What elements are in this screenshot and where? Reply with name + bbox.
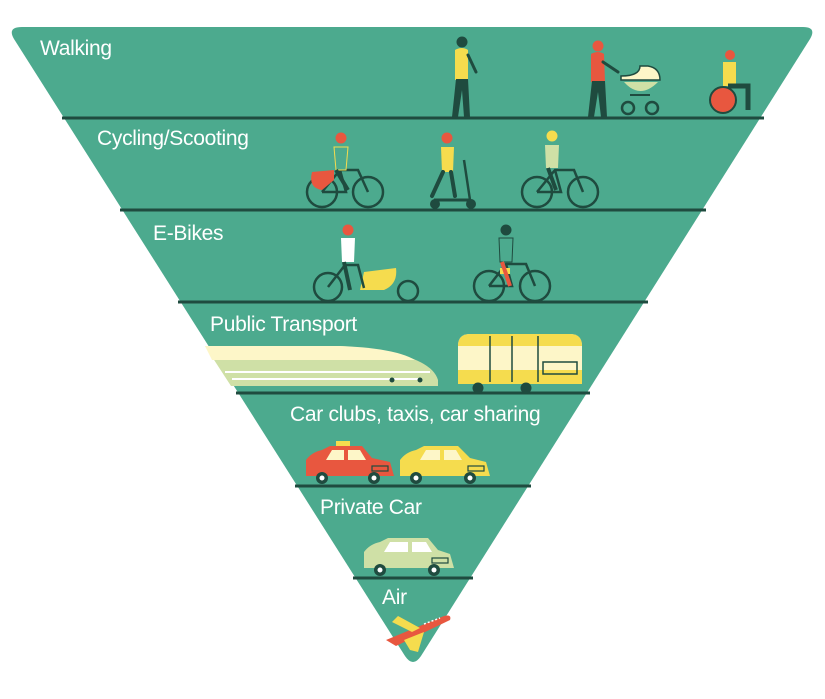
tier-label-air: Air (382, 586, 407, 609)
tier-label-private-car: Private Car (320, 496, 422, 519)
taxi-icon (306, 441, 394, 484)
tier-label-car-clubs: Car clubs, taxis, car sharing (290, 403, 541, 426)
airplane-icon (386, 615, 451, 652)
walking-person-icon (452, 36, 478, 117)
kick-scooter-icon (430, 132, 476, 209)
pyramid-background (11, 27, 813, 662)
tier-label-e-bikes: E-Bikes (153, 222, 224, 245)
tier-dividers (62, 116, 764, 580)
shared-car-icon (400, 446, 490, 484)
ebike-icon (472, 224, 552, 303)
cyclist-icon (520, 130, 600, 209)
tier-label-walking: Walking (40, 37, 112, 60)
cargo-ebike-icon (312, 224, 420, 303)
person-with-pram-icon (588, 40, 661, 117)
tier-label-public-transport: Public Transport (210, 313, 357, 336)
bus-icon (458, 334, 582, 394)
tier-label-cycling-scooting: Cycling/Scooting (97, 127, 249, 150)
train-icon (205, 346, 438, 386)
wheelchair-user-icon (709, 50, 751, 114)
bicycle-child-seat-icon (305, 132, 385, 209)
private-car-icon (364, 538, 454, 576)
